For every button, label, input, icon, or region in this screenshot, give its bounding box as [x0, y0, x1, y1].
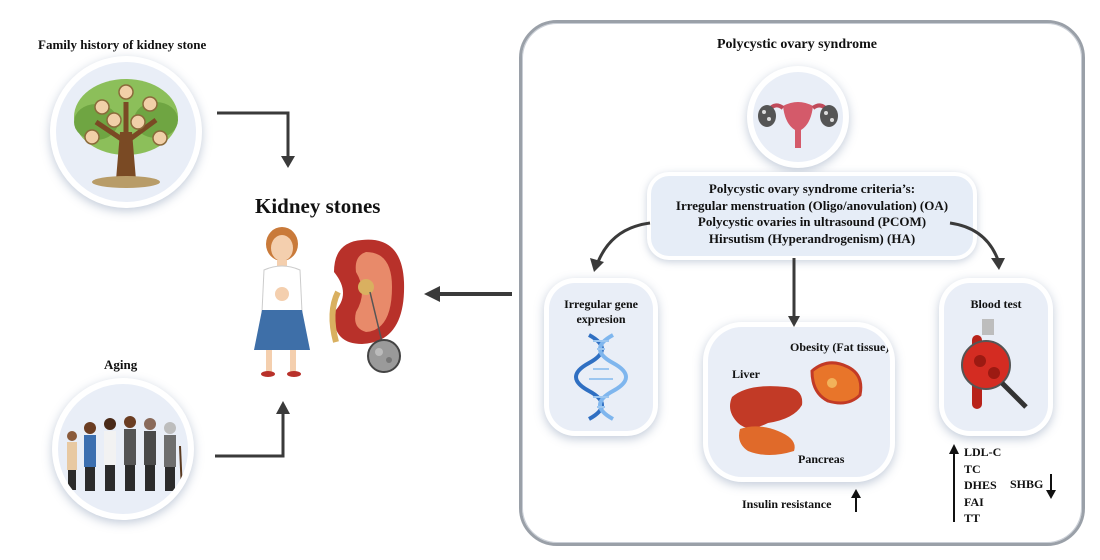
uterus-ovaries-icon [758, 102, 838, 148]
insulin-resistance-label: Insulin resistance [742, 497, 832, 511]
blood-tube-magnifier-icon [961, 319, 1028, 409]
arrow-family-to-stones [217, 111, 290, 160]
liver-pancreas-icon [730, 361, 863, 455]
criteria-heading: Polycystic ovary syndrome criteria’s: [708, 181, 916, 196]
ovary-illustration [753, 72, 843, 162]
criteria-ha: Hirsutism (Hyperandrogenism) (HA) [708, 230, 916, 246]
arrow-criteria-to-blood [949, 221, 1000, 261]
pcos-criteria-box: Polycystic ovary syndrome criteria’s: Ir… [651, 176, 973, 256]
criteria-pcom: Polycystic ovaries in ultrasound (PCOM) [697, 214, 927, 229]
pancreas-label: Pancreas [798, 452, 845, 466]
aging-label: Aging [104, 357, 138, 372]
blood-markers-up: LDL-C TC DHES FAI TT [964, 444, 1001, 527]
marker-ldl: LDL-C [964, 445, 1002, 459]
aging-people-illustration [58, 384, 188, 514]
marker-dhes: DHES [964, 478, 997, 492]
obesity-title: Obesity (Fat tissue) [790, 340, 890, 354]
criteria-oa: Irregular menstruation (Oligo/anovulatio… [675, 197, 949, 213]
family-tree-icon [74, 79, 178, 188]
gene-expression-box: Irregular gene expresion [549, 283, 653, 431]
kidney-stones-title: Kidney stones [255, 194, 381, 218]
gene-expression-label: Irregular gene expresion [564, 297, 638, 326]
blood-test-title: Blood test [970, 297, 1022, 311]
kidney-stone-icon [329, 239, 405, 373]
blood-test-box: Blood test [944, 283, 1048, 431]
arrow-criteria-to-gene [596, 221, 651, 263]
woman-pain-icon [254, 227, 310, 377]
arrow-aging-to-stones [215, 412, 285, 458]
pcos-title: Polycystic ovary syndrome [717, 37, 877, 52]
dna-helix-icon [574, 333, 628, 421]
marker-fai: FAI [964, 494, 984, 509]
marker-tc: TC [964, 461, 981, 476]
liver-label: Liver [732, 367, 760, 381]
family-tree-illustration [56, 62, 196, 202]
obesity-box: Obesity (Fat tissue) Liver Pancreas [708, 327, 890, 477]
marker-tt: TT [964, 511, 981, 525]
marker-shbg: SHBG [1010, 477, 1044, 491]
aging-people-icon [67, 416, 183, 493]
family-history-label: Family history of kidney stone [38, 37, 207, 52]
